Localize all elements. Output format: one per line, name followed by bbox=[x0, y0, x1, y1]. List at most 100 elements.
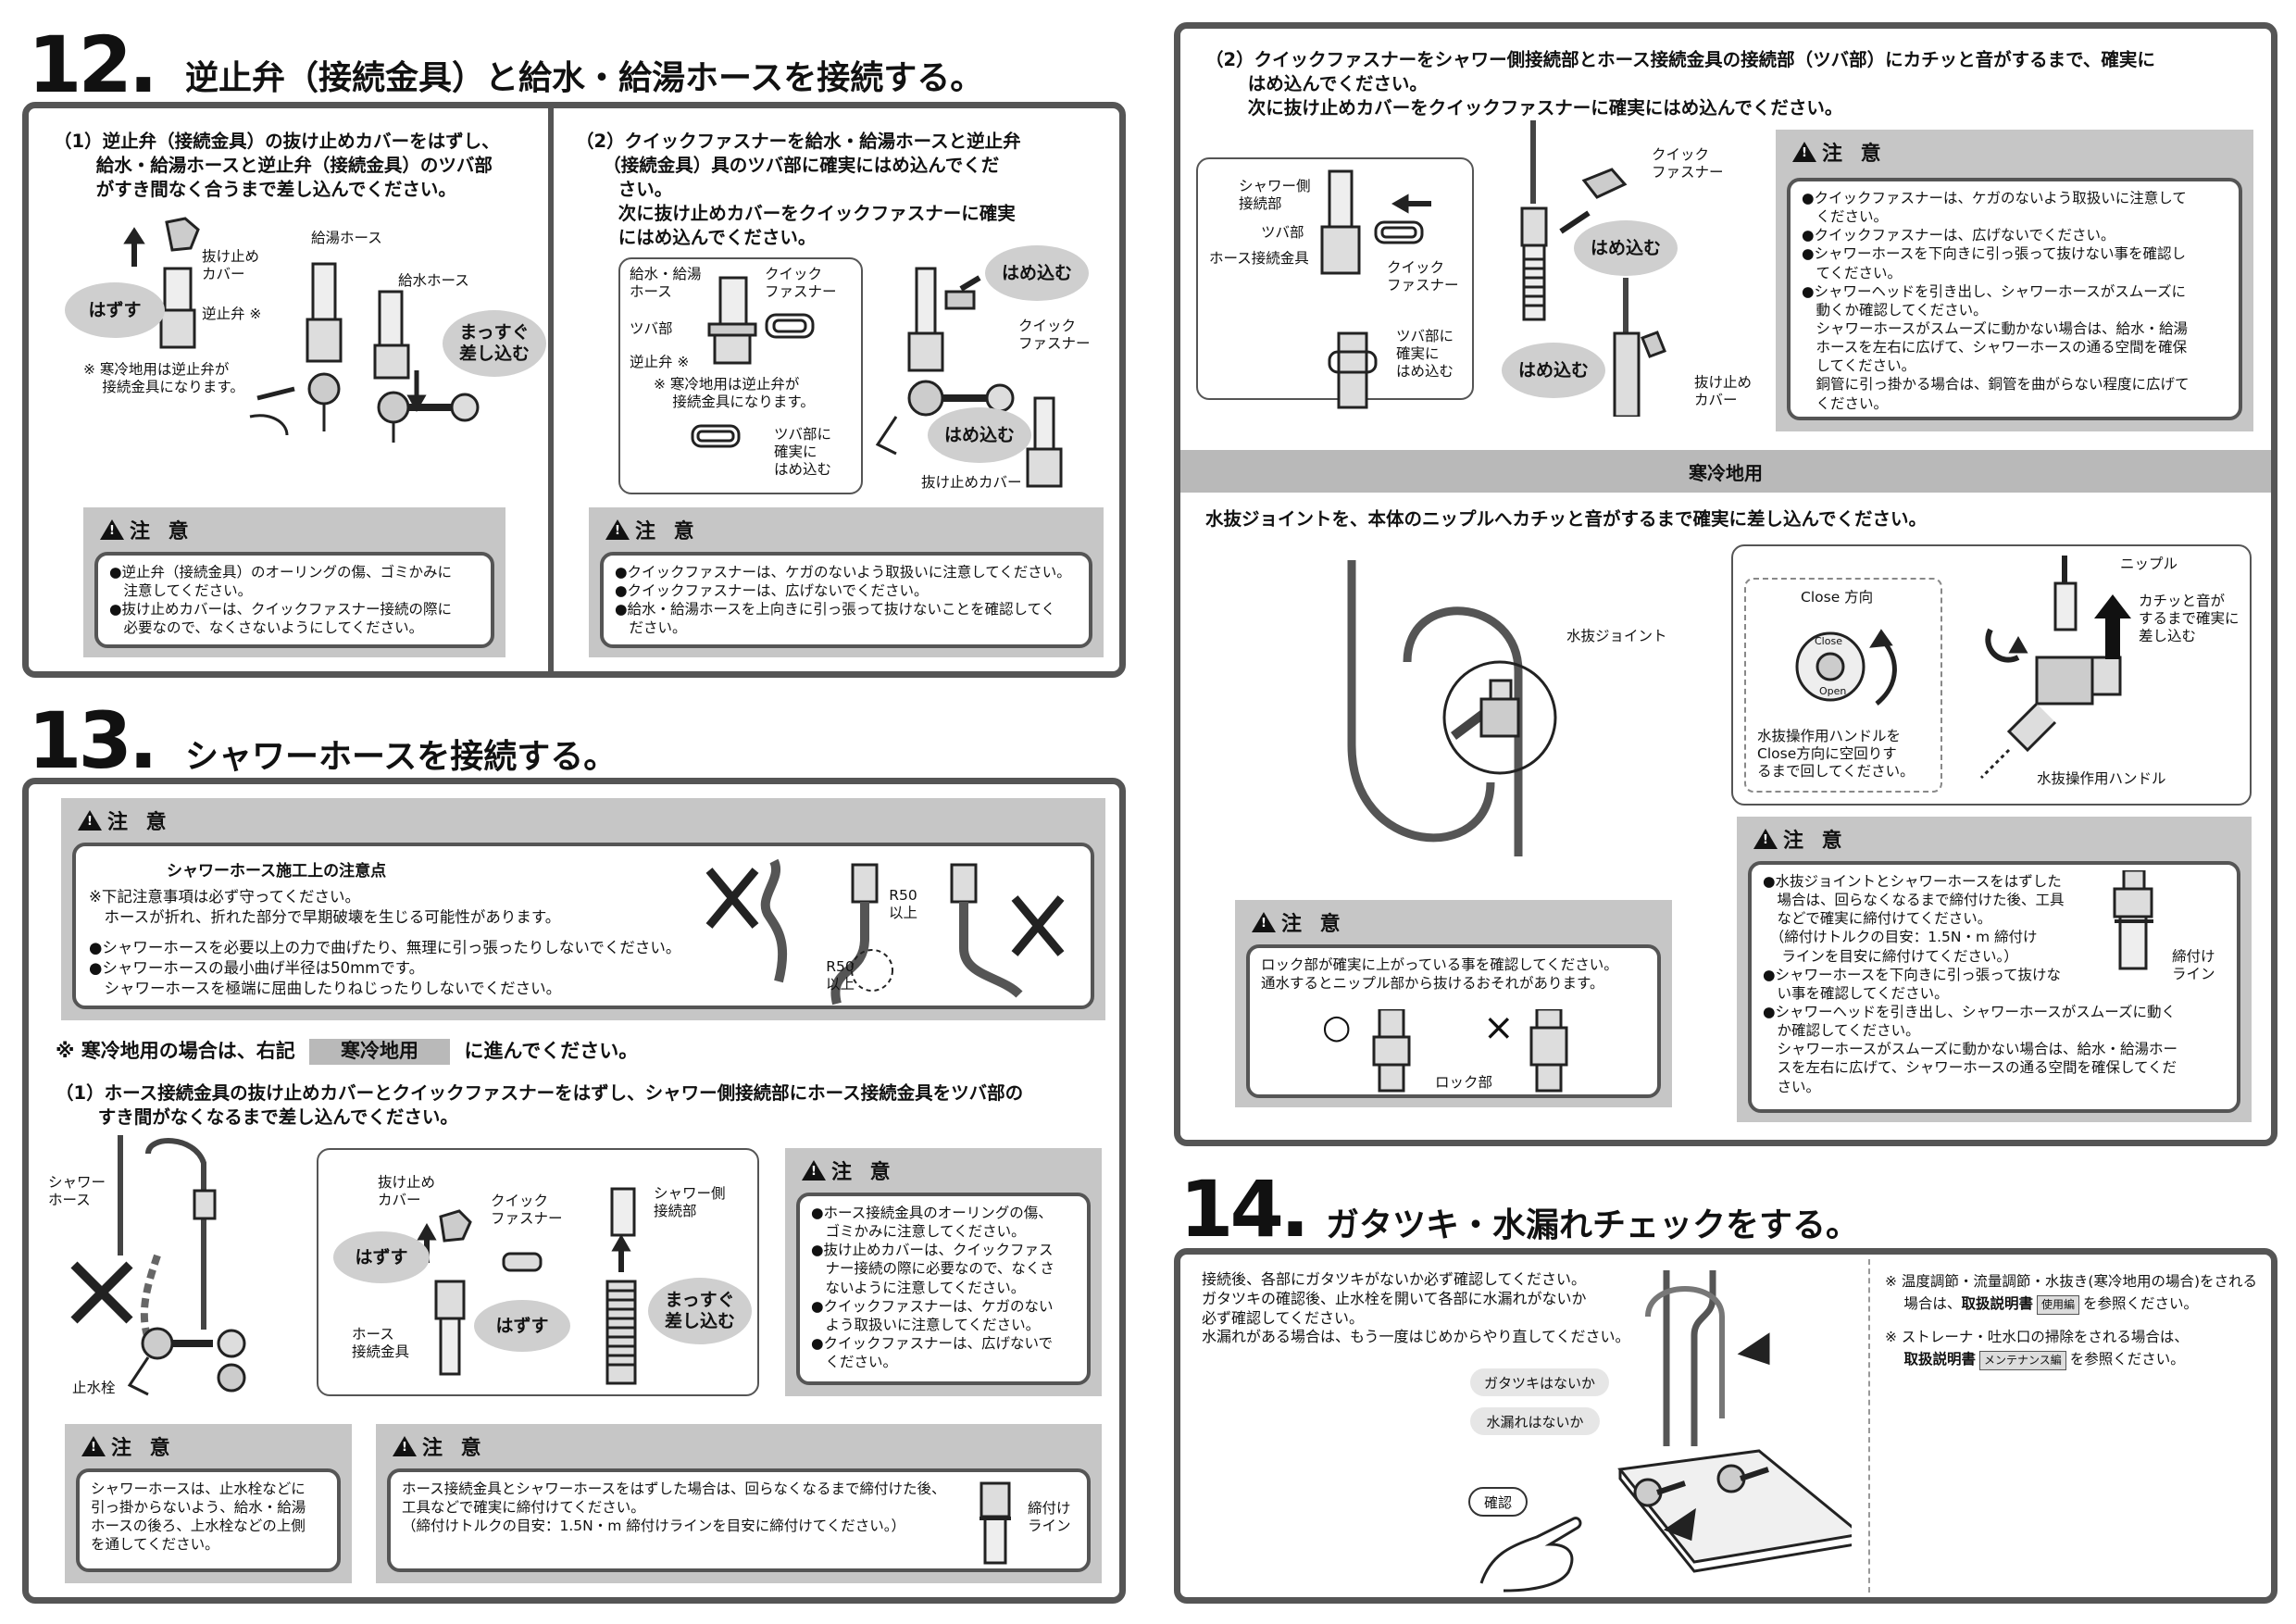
hand-icon bbox=[1479, 1517, 1582, 1593]
step-13-sub2: （2）クイックファスナーをシャワー側接続部とホース接続金具の接続部（ツバ部）にカ… bbox=[1205, 49, 2155, 119]
stop-valve-label: 止水栓 bbox=[72, 1380, 116, 1396]
bubble-leak: 水漏れはないか bbox=[1470, 1407, 1600, 1435]
caution-item: ●シャワーヘッドを引き出し、シャワーホースがスムーズに動く か確認してください。… bbox=[1763, 1003, 2177, 1095]
caution-item: ●クイックファスナーは、ケガのない よう取扱いに注意してください。 bbox=[811, 1297, 1054, 1333]
tsuba-label-2: ツバ部 bbox=[1261, 224, 1304, 241]
valve-label-2: 逆止弁 ※ bbox=[630, 354, 690, 370]
caution-heading: 注 意 bbox=[1792, 137, 1887, 167]
step-14-number: 14. bbox=[1179, 1164, 1310, 1255]
fit-label-2: ツバ部に 確実に はめ込む bbox=[1396, 328, 1454, 380]
caution-body: シャワーホースは、止水栓などに 引っ掛からないよう、給水・給湯 ホースの後ろ、上… bbox=[76, 1468, 341, 1572]
caution-body bbox=[72, 843, 1094, 1009]
caution-item: ●抜け止めカバーは、クイックファスナー接続の際に 必要なので、なくさないようにし… bbox=[109, 601, 453, 637]
tsuba-label: ツバ部 bbox=[630, 320, 673, 337]
tighten-line-fitting bbox=[980, 1481, 1011, 1565]
hose-bend-illustration bbox=[705, 858, 1065, 1006]
caution-body: ホース接続金具とシャワーホースをはずした場合は、回らなくなるまで締付けた後、 工… bbox=[387, 1468, 1091, 1572]
handle-note: 水抜操作用ハンドルを Close方向に空回りす るまで回してください。 bbox=[1757, 728, 1915, 780]
valve-label: 逆止弁 ※ bbox=[202, 306, 262, 322]
shower-side-label-2: シャワー側 接続部 bbox=[1239, 178, 1311, 212]
caution-heading: 注 意 bbox=[81, 1431, 176, 1461]
qf-label-5: クイック ファスナー bbox=[1652, 146, 1724, 181]
handle-dial-illustration bbox=[1795, 629, 1897, 706]
note-strainer: ※ ストレーナ・吐水口の掃除をされる場合は、 取扱説明書メンテナンス編を参照くだ… bbox=[1885, 1326, 2189, 1370]
caution-heading: 注 意 bbox=[605, 515, 700, 544]
step-13-title: シャワーホースを接続する。 bbox=[185, 738, 618, 776]
r50-label-b: R50 以上 bbox=[826, 958, 855, 993]
caution-item: ●給水・給湯ホースを上向きに引っ張って抜けないことを確認してく ださい。 bbox=[615, 601, 1056, 637]
step-12-sub2: （2）クイックファスナーを給水・給湯ホースと逆止弁 （接続金具）具のツバ部に確実… bbox=[576, 131, 1021, 248]
shower-side-label: シャワー側 接続部 bbox=[654, 1185, 726, 1219]
tighten-line-label-2: 締付け ライン bbox=[2172, 948, 2215, 982]
caution-body: ●逆止弁（接続金具）のオーリングの傷、ゴミかみに 注意してください。 ●抜け止め… bbox=[94, 552, 494, 648]
step-13-detail-box bbox=[317, 1148, 759, 1396]
warning-icon bbox=[78, 810, 102, 831]
handle-label: 水抜操作用ハンドル bbox=[2037, 770, 2166, 787]
click-label: カチッと音が するまで確実に 差し込む bbox=[2139, 593, 2240, 644]
step-12-sub1: （1）逆止弁（接続金具）の抜け止めカバーをはずし、 給水・給湯ホースと逆止弁（接… bbox=[54, 131, 500, 200]
caution-item: ●クイックファスナーは、広げないでください。 bbox=[615, 582, 929, 600]
caution-item: ●クイックファスナーは、ケガのないよう取扱いに注意して ください。 bbox=[1802, 190, 2187, 226]
remove-callout-1: はずす bbox=[333, 1231, 430, 1283]
faucet-check-illustration bbox=[1617, 1270, 1852, 1573]
warning-icon bbox=[1252, 912, 1276, 932]
caution-title: シャワーホース施工上の注意点 bbox=[167, 862, 387, 881]
cover-label-2: 抜け止めカバー bbox=[921, 474, 1022, 491]
cold-note-2: ※ 寒冷地用は逆止弁が 接続金具になります。 bbox=[654, 376, 815, 410]
shower-hose-illustration bbox=[70, 1135, 246, 1396]
step-14-divider bbox=[1868, 1259, 1870, 1593]
hot-hose-label: 給湯ホース bbox=[311, 230, 382, 246]
remove-callout: はずす bbox=[65, 282, 165, 338]
insert-callout-2: まっすぐ 差し込む bbox=[648, 1278, 752, 1344]
caution-item: ●シャワーヘッドを引き出し、シャワーホースがスムーズに 動くか確認してください。… bbox=[1802, 282, 2190, 412]
caution-line: ●シャワーホースを必要以上の力で曲げたり、無理に引っ張ったりしないでください。 bbox=[89, 939, 681, 956]
step-13-sub1: （1）ホース接続金具の抜け止めカバーとクイックファスナーをはずし、シャワー側接続… bbox=[56, 1082, 1024, 1128]
qf-label-2: クイック ファスナー bbox=[1018, 318, 1091, 352]
step-12-divider bbox=[548, 108, 554, 671]
dial-open-text: Open bbox=[1819, 685, 1847, 697]
maintenance-tag: メンテナンス編 bbox=[1978, 1351, 2066, 1370]
caution-line: ※下記注意事項は必ず守ってください。 bbox=[89, 888, 361, 906]
hamekomu-callout-3: はめ込む bbox=[1574, 220, 1678, 276]
r50-label-a: R50 以上 bbox=[889, 887, 918, 921]
close-direction-box bbox=[1744, 578, 1942, 793]
caution-line: ホースが折れ、折れた部分で早期破壊を生じる可能性があります。 bbox=[89, 908, 561, 926]
ng-mark: × bbox=[1483, 1006, 1515, 1049]
confirm-bubble: 確認 bbox=[1468, 1487, 1528, 1517]
caution-heading: 注 意 bbox=[393, 1431, 487, 1461]
caution-item: ●クイックファスナーは、広げないでください。 bbox=[1802, 227, 2115, 244]
up-arrow-icon bbox=[2094, 594, 2131, 659]
warning-icon bbox=[393, 1436, 417, 1456]
caution-body: ●ホース接続金具のオーリングの傷、 ゴミかみに注意してください。 ●抜け止めカバ… bbox=[796, 1193, 1091, 1385]
cold-hose-label: 給水ホース bbox=[398, 272, 469, 289]
remove-callout-2: はずす bbox=[474, 1300, 570, 1352]
caution-body: ロック部が確実に上がっている事を確認してください。 通水するとニップル部から抜け… bbox=[1246, 944, 1661, 1098]
cold-region-tag: 寒冷地用 bbox=[309, 1039, 451, 1065]
caution-item: ●逆止弁（接続金具）のオーリングの傷、ゴミかみに 注意してください。 bbox=[109, 564, 453, 600]
fitting-label-2: ホース接続金具 bbox=[1209, 250, 1309, 267]
step-12-caution-1: 注 意 ●逆止弁（接続金具）のオーリングの傷、ゴミかみに 注意してください。 ●… bbox=[83, 507, 505, 657]
step-13-number: 13. bbox=[28, 695, 158, 786]
cold-region-instruction: 水抜ジョイントを、本体のニップルへカチッと音がするまで確実に差し込んでください。 bbox=[1205, 508, 1928, 530]
step-13-caution-c: 注 意 シャワーホースは、止水栓などに 引っ掛からないよう、給水・給湯 ホースの… bbox=[65, 1424, 352, 1583]
nipple-label: ニップル bbox=[2120, 556, 2178, 572]
warning-icon bbox=[802, 1160, 826, 1181]
step-12-caution-2: 注 意 ●クイックファスナーは、ケガのないよう取扱いに注意してください。 ●クイ… bbox=[589, 507, 1104, 657]
caution-heading: 注 意 bbox=[100, 515, 194, 544]
warning-icon bbox=[605, 519, 630, 540]
lock-illustration bbox=[1372, 1009, 1568, 1093]
cold-caution-right: 注 意 ●水抜ジョイントとシャワーホースをはずした 場合は、回らなくなるまで締付… bbox=[1737, 817, 2252, 1122]
cover-label: 抜け止め カバー bbox=[202, 248, 260, 282]
caution-body: ●水抜ジョイントとシャワーホースをはずした 場合は、回らなくなるまで締付けた後、… bbox=[1748, 861, 2240, 1113]
insert-callout: まっすぐ 差し込む bbox=[443, 310, 546, 377]
caution-item: ●クイックファスナーは、広げないで ください。 bbox=[811, 1334, 1054, 1371]
step-14-body: 接続後、各部にガタツキがないか必ず確認してください。 ガタツキの確認後、止水栓を… bbox=[1202, 1270, 1630, 1346]
lock-label: ロック部 bbox=[1435, 1074, 1493, 1091]
shower-qf-illustration bbox=[1320, 120, 1666, 417]
caution-line: シャワーホースを極端に屈曲したりねじったりしないでください。 bbox=[89, 980, 562, 997]
bubble-rattle: ガタツキはないか bbox=[1470, 1368, 1609, 1396]
nipple-illustration bbox=[1979, 556, 2122, 780]
caution-body: ●クイックファスナーは、ケガのないよう取扱いに注意して ください。 ●クイックフ… bbox=[1787, 178, 2242, 420]
cold-caution-lock: 注 意 ロック部が確実に上がっている事を確認してください。 通水するとニップル部… bbox=[1235, 900, 1672, 1107]
caution-item: ●シャワーホースを下向きに引っ張って抜けない事を確認し てください。 bbox=[1802, 245, 2186, 281]
